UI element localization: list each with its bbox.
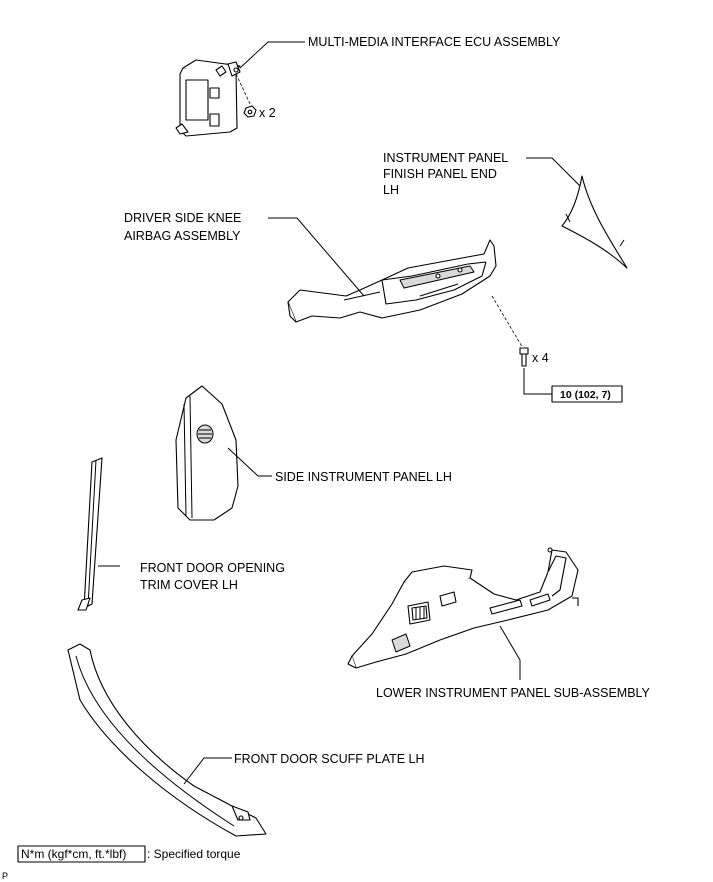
side-panel-label: SIDE INSTRUMENT PANEL LH (275, 470, 452, 484)
door-opening-trim-part (77, 457, 103, 611)
legend-unit-text: N*m (kgf*cm, ft.*lbf) (21, 847, 126, 861)
torque-value-box (551, 385, 623, 403)
legend-unit-box (17, 845, 146, 863)
torque-value: 10 (102, 7) (560, 389, 611, 401)
scuff-plate-label: FRONT DOOR SCUFF PLATE LH (234, 752, 425, 766)
multimedia-ecu-part (175, 59, 241, 137)
airbag-dash-line (491, 295, 525, 351)
knee-airbag-leader-line (268, 217, 365, 297)
finish-panel-end-part (561, 175, 628, 269)
torque-leader-line (523, 368, 552, 395)
knee-airbag-part (287, 239, 497, 323)
trim-cover-label-2: TRIM COVER LH (140, 578, 238, 592)
airbag-bolt-quantity: x 4 (532, 351, 549, 365)
scuff-plate-part (67, 643, 267, 837)
lower-panel-leader-line (499, 625, 521, 680)
ecu-nut-quantity: x 2 (259, 106, 276, 120)
knee-airbag-label-2: AIRBAG ASSEMBLY (124, 229, 241, 243)
legend-description: : Specified torque (147, 847, 241, 861)
trim-cover-label-1: FRONT DOOR OPENING (140, 561, 285, 575)
airbag-bolt-icon (519, 347, 529, 367)
lower-instrument-panel-part (347, 547, 579, 669)
side-panel-leader-line (227, 447, 272, 477)
ecu-dash-line (235, 73, 253, 109)
finish-panel-label-1: INSTRUMENT PANEL (383, 151, 508, 165)
side-instrument-panel-part (175, 385, 239, 521)
knee-airbag-label-1: DRIVER SIDE KNEE (124, 211, 241, 225)
finish-panel-label-2: FINISH PANEL END (383, 167, 497, 181)
lower-panel-label: LOWER INSTRUMENT PANEL SUB-ASSEMBLY (376, 686, 651, 700)
ecu-nut-icon (243, 105, 257, 118)
finish-panel-leader-line (526, 157, 581, 187)
corner-mark: P (2, 871, 8, 881)
ecu-label: MULTI-MEDIA INTERFACE ECU ASSEMBLY (308, 35, 561, 49)
scuff-plate-leader-line (183, 757, 232, 785)
ecu-leader-line (239, 41, 305, 69)
finish-panel-label-3: LH (383, 183, 399, 197)
